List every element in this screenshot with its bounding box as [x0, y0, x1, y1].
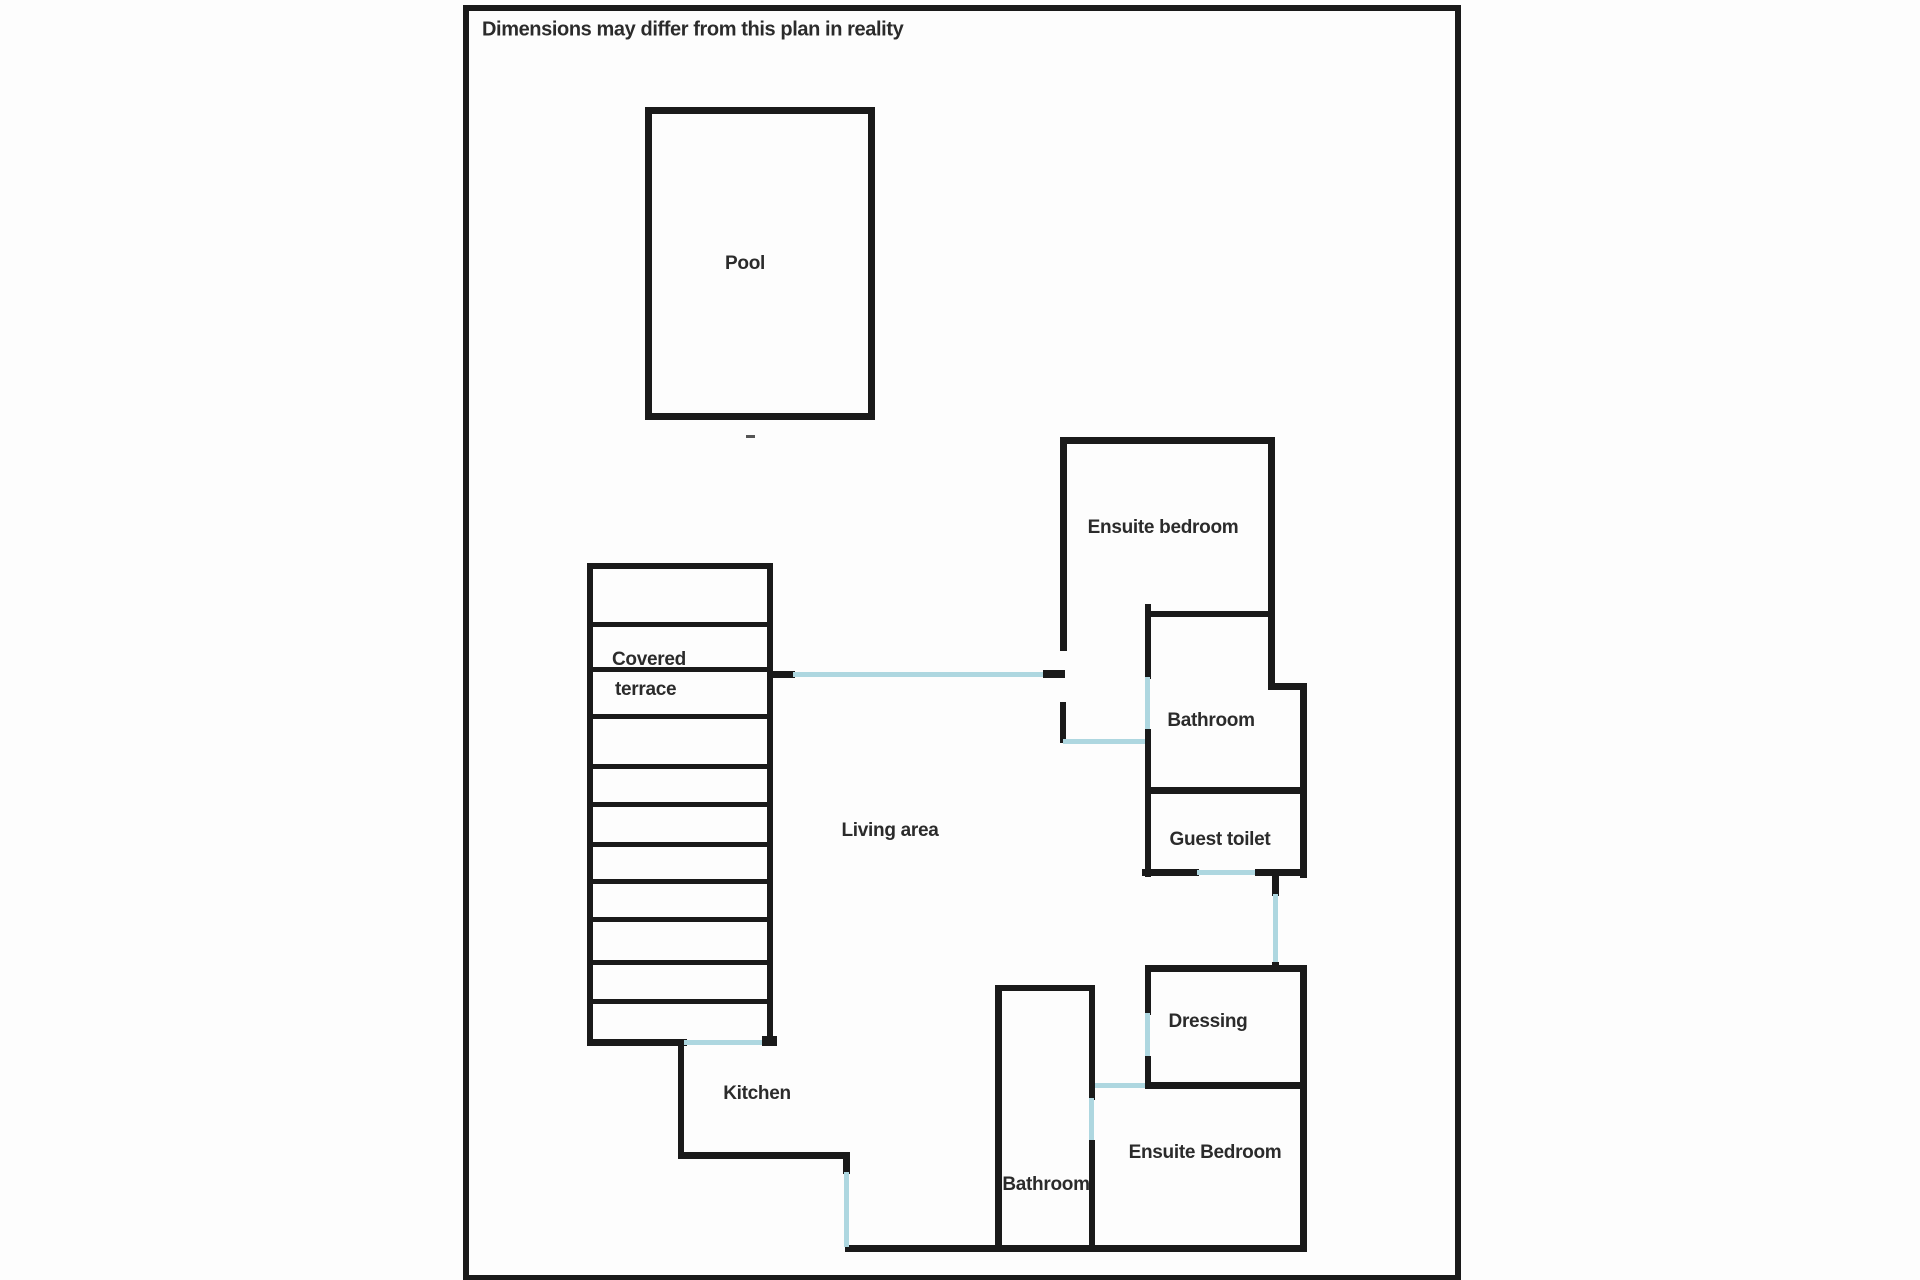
opening-kitchen-glass	[844, 1172, 849, 1247]
living-area-label: Living area	[841, 820, 939, 841]
terrace-slat	[590, 879, 769, 884]
terrace-wall-bottom	[587, 1039, 687, 1046]
bathroom-top-wall-step	[1268, 683, 1307, 690]
opening-corridor-dressing	[1273, 894, 1278, 964]
ensuite-top-label: Ensuite bedroom	[1087, 517, 1239, 538]
bathroom-bottom-wall-right-b	[1089, 1140, 1095, 1252]
kitchen-wall-bottom	[678, 1152, 850, 1159]
terrace-label-line1: Covered	[612, 649, 686, 670]
opening-terrace-kitchen	[684, 1040, 766, 1045]
opening-bathroom-door	[1145, 677, 1150, 730]
terrace-label-line2: terrace	[615, 679, 677, 700]
dressing-bedroom-divider	[1145, 1082, 1307, 1089]
bathroom-bottom-wall-top	[995, 985, 1095, 991]
guest-toilet-wall-bottom-b	[1255, 869, 1307, 876]
opening-guest-toilet-door	[1197, 870, 1257, 875]
dressing-wall-top	[1145, 965, 1307, 972]
bathroom-top-label: Bathroom	[1167, 710, 1255, 731]
kitchen-wall-left	[678, 1045, 684, 1158]
opening-dressing-door	[1145, 1013, 1150, 1058]
terrace-slat	[590, 667, 769, 672]
opening-living-glass-line	[793, 672, 1045, 677]
ensuite-bottom-label: Ensuite Bedroom	[1128, 1142, 1282, 1163]
bathroom-top-wall-top	[1145, 611, 1275, 617]
building-wall-bottom	[845, 1245, 1307, 1252]
bathroom-top-wall-left-a	[1145, 604, 1151, 679]
wall-stub	[771, 671, 795, 678]
ensuite-top-wall-right	[1268, 437, 1275, 617]
guest-toilet-label: Guest toilet	[1169, 829, 1271, 850]
ensuite-top-wall-left-upper	[1060, 437, 1067, 651]
bathroom-bottom-wall-right-a	[1089, 985, 1095, 1100]
bathroom-top-wall-right-lower	[1300, 683, 1307, 878]
terrace-wall-bottom-cap	[762, 1036, 777, 1046]
stray-mark	[746, 435, 755, 438]
dressing-wall-left-a	[1145, 965, 1151, 1015]
wall-stub	[843, 1159, 850, 1174]
bathroom-bottom-label: Bathroom	[1002, 1174, 1090, 1195]
bathroom-top-wall-right-upper	[1268, 611, 1275, 688]
dressing-wall-left-b	[1145, 1056, 1151, 1089]
terrace-slat	[590, 917, 769, 922]
terrace-slat	[590, 999, 769, 1004]
opening-bathroom-bottom-door	[1089, 1098, 1094, 1142]
bathroom-guesttoilet-divider	[1145, 787, 1305, 794]
ensuite-top-wall-left-lower	[1060, 702, 1066, 743]
terrace-wall-top	[587, 563, 773, 569]
terrace-slat	[590, 842, 769, 847]
dressing-label: Dressing	[1168, 1011, 1248, 1032]
terrace-slat	[590, 714, 769, 719]
terrace-slat	[590, 802, 769, 807]
bathroom-bottom-wall-left	[995, 985, 1002, 1252]
guest-toilet-wall-left	[1145, 787, 1151, 877]
wall-stub	[1272, 876, 1279, 896]
terrace-slat	[590, 960, 769, 965]
kitchen-label: Kitchen	[723, 1083, 791, 1104]
ensuite-top-wall-top	[1060, 437, 1275, 444]
ensuite-bottom-wall-right	[1300, 965, 1307, 1252]
terrace-slat	[590, 764, 769, 769]
plan-border	[463, 5, 1461, 1280]
pool-outline	[645, 107, 875, 420]
opening-hall-bathroom	[1063, 739, 1148, 744]
wall-stub	[1043, 670, 1065, 678]
opening-bedroom-entry	[1093, 1083, 1145, 1088]
bathroom-top-wall-left-b	[1145, 729, 1151, 792]
terrace-slat	[590, 622, 769, 627]
terrace-wall-right	[767, 563, 773, 1041]
pool-label: Pool	[725, 253, 765, 274]
disclaimer-text: Dimensions may differ from this plan in …	[482, 18, 904, 41]
guest-toilet-wall-bottom-a	[1142, 869, 1199, 876]
